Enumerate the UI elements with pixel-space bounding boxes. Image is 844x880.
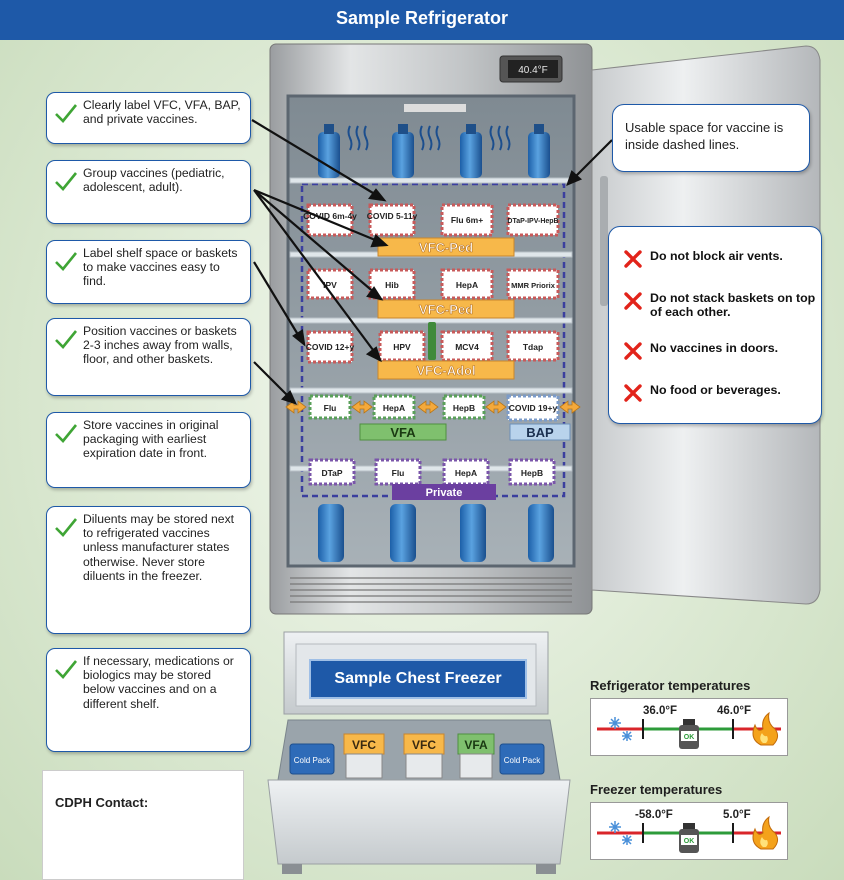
- shelf-row-5: DTaP Flu HepA HepB Private: [308, 458, 556, 500]
- vaccine-box: MMR Priorix: [511, 281, 556, 290]
- water-bottles-top: [318, 124, 550, 178]
- tip-diluents: Diluents may be stored next to refrigera…: [46, 506, 251, 634]
- vaccine-box: Flu: [324, 403, 337, 413]
- vaccine-box: HepA: [383, 403, 405, 413]
- shelf-row-2: IPV Hib HepA MMR Priorix VFC-Ped: [306, 268, 560, 319]
- airflow-waves-icon: [347, 125, 511, 151]
- shelf-label: VFC-Ped: [419, 302, 473, 317]
- red-x-icon: [624, 292, 642, 310]
- tip-label-vaccines: Clearly label VFC, VFA, BAP, and private…: [46, 92, 251, 144]
- vaccine-box: Tdap: [523, 342, 543, 352]
- freezer-title: Sample Chest Freezer: [311, 661, 525, 697]
- fridge-temp-title: Refrigerator temperatures: [590, 678, 751, 693]
- shelf-label: VFC-Ped: [419, 240, 473, 255]
- red-x-icon: [624, 250, 642, 268]
- vaccine-box: MCV4: [455, 342, 479, 352]
- checkmark-icon: [55, 252, 78, 271]
- cdph-contact-box: CDPH Contact:: [42, 770, 244, 880]
- vaccine-box: Flu 6m+: [451, 215, 483, 225]
- vaccine-box: Flu: [392, 468, 405, 478]
- dont-item: Do not stack baskets on top of each othe…: [623, 291, 819, 319]
- freezer-bin-label: VFC: [412, 738, 436, 752]
- spacing-arrows-icon: [285, 400, 581, 414]
- usable-space-callout: Usable space for vaccine is inside dashe…: [612, 104, 810, 172]
- tip-original-packaging: Store vaccines in original packaging wit…: [46, 412, 251, 488]
- donts-callout: Do not block air vents. Do not stack bas…: [608, 226, 822, 424]
- checkmark-icon: [55, 172, 78, 191]
- checkmark-icon: [55, 330, 78, 349]
- page-title: Sample Refrigerator: [0, 0, 844, 40]
- contact-label: CDPH Contact:: [55, 795, 149, 810]
- dont-item: Do not block air vents.: [623, 249, 819, 268]
- vaccine-box: HepA: [455, 468, 477, 478]
- flame-icon: [752, 815, 779, 850]
- checkmark-icon: [55, 518, 78, 537]
- ice-pack-left: Cold Pack: [294, 756, 331, 765]
- fridge-temp-scale: OK 36.0°F 46.0°F: [590, 698, 788, 756]
- vaccine-box: COVID 12+y: [306, 342, 355, 352]
- diluent-bottle-icon: [428, 322, 436, 360]
- ice-pack-right: Cold Pack: [504, 756, 541, 765]
- tip-group-vaccines: Group vaccines (pediatric, adolescent, a…: [46, 160, 251, 224]
- water-bottles-bottom: [318, 504, 554, 562]
- fridge-temp-high: 46.0°F: [717, 705, 752, 717]
- pointer-arrows: [251, 119, 613, 405]
- vaccine-box: HPV: [393, 342, 411, 352]
- vaccine-box: COVID 5-11y: [367, 211, 418, 221]
- vaccine-box: IPV: [323, 280, 337, 290]
- svg-text:OK: OK: [684, 734, 695, 741]
- vaccine-box: Hib: [385, 280, 399, 290]
- checkmark-icon: [55, 424, 78, 443]
- red-x-icon: [624, 342, 642, 360]
- vaccine-box: DTaP-IPV-HepB: [507, 218, 558, 225]
- svg-text:OK: OK: [684, 838, 695, 845]
- vial-ok-icon: OK: [679, 719, 699, 749]
- vaccine-box: DTaP: [321, 468, 342, 478]
- shelf-label: BAP: [526, 425, 554, 440]
- shelf-label: VFC-Adol: [416, 363, 475, 378]
- shelf-row-4: Flu HepA HepB COVID 19+y VFA BAP: [285, 394, 581, 441]
- snowflake-icon: [609, 821, 632, 845]
- tip-medications: If necessary, medications or biologics m…: [46, 648, 251, 752]
- snowflake-icon: [609, 717, 632, 741]
- red-x-icon: [624, 384, 642, 402]
- shelf-label: Private: [426, 487, 463, 499]
- freezer-temp-scale: OK -58.0°F 5.0°F: [590, 802, 788, 860]
- dont-item: No vaccines in doors.: [623, 341, 819, 360]
- freezer-temp-high: 5.0°F: [723, 809, 751, 821]
- tip-label-shelf-space: Label shelf space or baskets to make vac…: [46, 240, 251, 304]
- vaccine-box: COVID 6m-4y: [303, 211, 357, 221]
- vial-ok-icon: OK: [679, 823, 699, 853]
- thermometer-reading: 40.4°F: [518, 65, 548, 76]
- flame-icon: [752, 711, 779, 746]
- vaccine-box: HepB: [453, 403, 475, 413]
- dont-item: No food or beverages.: [623, 383, 819, 402]
- shelf-label: VFA: [390, 425, 416, 440]
- freezer-bin-label: VFA: [464, 738, 488, 752]
- freezer-temp-graphic: OK: [597, 815, 781, 853]
- vaccine-box: HepB: [521, 468, 543, 478]
- tip-position-vaccines: Position vaccines or baskets 2-3 inches …: [46, 318, 251, 396]
- vaccine-box: COVID 19+y: [509, 403, 558, 413]
- freezer-bin-label: VFC: [352, 738, 376, 752]
- checkmark-icon: [55, 660, 78, 679]
- fridge-grille: [290, 577, 572, 603]
- vaccine-box: HepA: [456, 280, 478, 290]
- freezer-temp-title: Freezer temperatures: [590, 782, 723, 797]
- freezer-temp-low: -58.0°F: [635, 809, 673, 821]
- shelf-row-1: COVID 6m-4y COVID 5-11y Flu 6m+ DTaP-IPV…: [303, 203, 560, 257]
- fridge-temp-graphic: OK: [597, 711, 781, 749]
- shelf-row-3: COVID 12+y HPV MCV4 Tdap VFC-Adol: [306, 322, 560, 380]
- fridge-temp-low: 36.0°F: [643, 705, 678, 717]
- checkmark-icon: [55, 104, 78, 123]
